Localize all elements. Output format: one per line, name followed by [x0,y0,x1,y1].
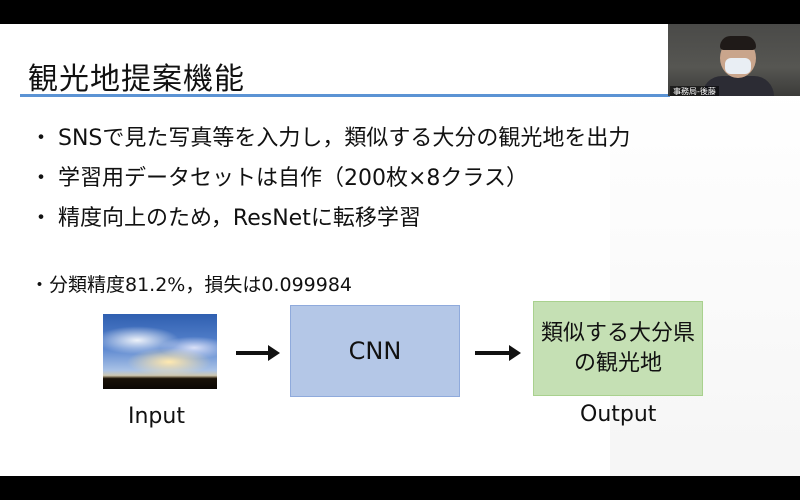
participant-name: 事務局-後藤 [670,86,719,96]
bullet-text: 精度向上のため，ResNetに転移学習 [58,206,421,231]
bullet-mark: ・ [30,166,53,191]
arrow-right-icon [236,345,280,361]
input-label: Input [128,404,185,429]
title-underline [20,94,670,97]
bullet-mark: ・ [30,126,53,151]
bullet-item: ・精度向上のため，ResNetに転移学習 [30,200,421,232]
top-letterbox [0,0,800,24]
bullet-item: ・SNSで見た写真等を入力し，類似する大分の観光地を出力 [30,120,630,152]
bullet-text: 学習用データセットは自作（200枚×8クラス） [58,166,528,191]
participant-body [702,76,774,96]
participant-video-tile[interactable]: 事務局-後藤 [668,24,800,96]
output-box-line: 類似する大分県 [540,320,695,346]
face-mask [725,58,751,74]
output-label: Output [580,402,657,427]
bullet-item: ・学習用データセットは自作（200枚×8クラス） [30,160,528,192]
output-box-line: の観光地 [573,350,662,376]
bottom-letterbox [0,476,800,500]
output-box: 類似する大分県 の観光地 [533,301,703,396]
cnn-label: CNN [348,337,402,365]
accuracy-text: ・分類精度81.2%，損失は0.099984 [30,274,353,296]
background-watermark [610,84,800,476]
bullet-mark: ・ [30,206,53,231]
arrow-right-icon [475,345,521,361]
slide-title: 観光地提案機能 [28,62,245,97]
cnn-box: CNN [290,305,460,397]
bullet-text: SNSで見た写真等を入力し，類似する大分の観光地を出力 [58,126,631,151]
participant-hair [720,36,756,50]
input-sky-photo [103,314,217,389]
presentation-slide: 観光地提案機能 ・SNSで見た写真等を入力し，類似する大分の観光地を出力 ・学習… [0,24,800,476]
